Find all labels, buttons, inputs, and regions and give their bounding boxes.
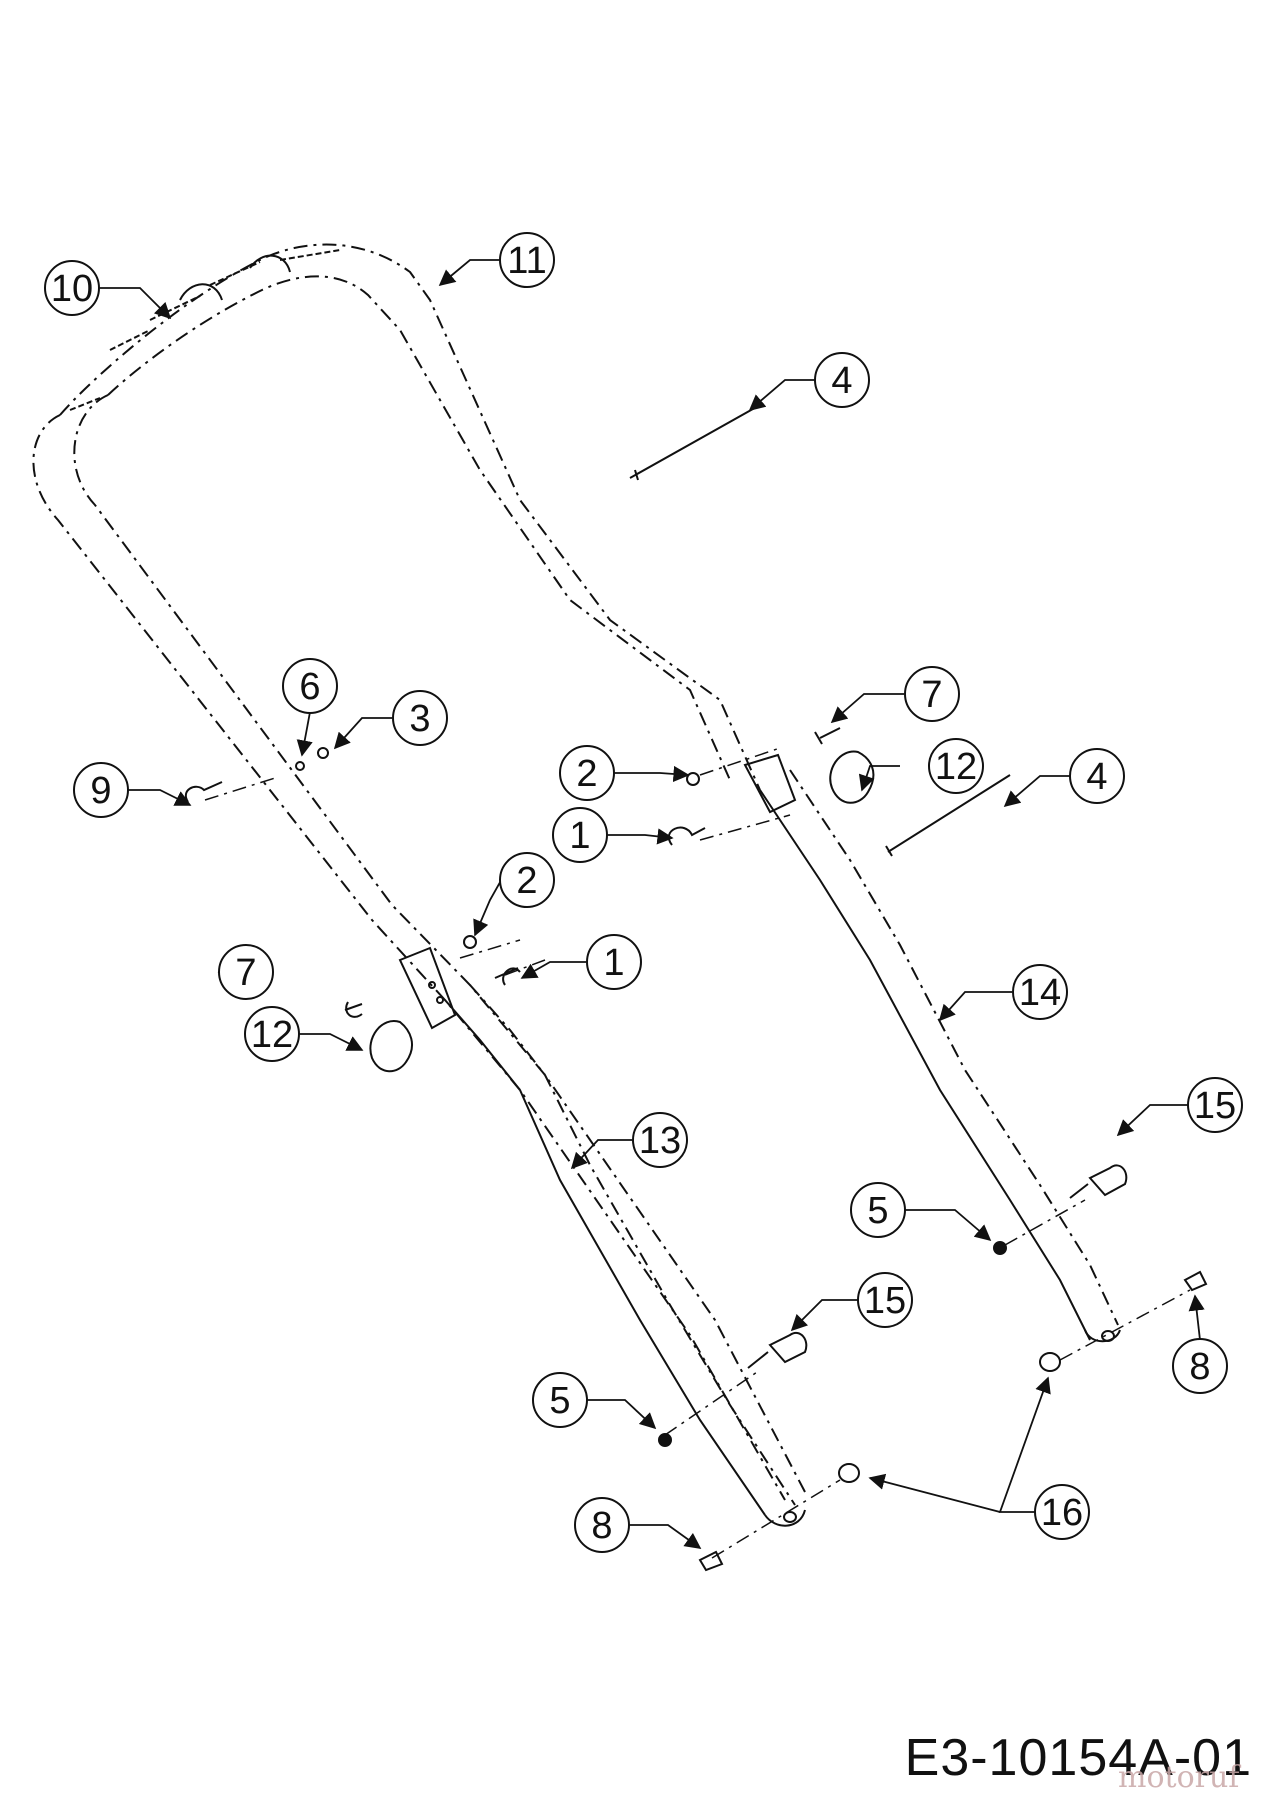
washer-6 <box>295 761 305 771</box>
svg-text:12: 12 <box>251 1014 293 1056</box>
svg-text:1: 1 <box>603 942 624 984</box>
svg-text:5: 5 <box>549 1380 570 1422</box>
knob-12-lower <box>369 1020 414 1073</box>
cable-tie-upper <box>629 404 761 481</box>
adjust-knob-15-right <box>1069 1164 1128 1199</box>
screw-8-right <box>1183 1270 1208 1292</box>
callout-7-lower: 7 <box>218 944 274 1000</box>
svg-text:3: 3 <box>409 698 430 740</box>
callout-5-right: 5 <box>850 1182 906 1238</box>
callout-4-upper: 4 <box>814 352 870 408</box>
callout-13: 13 <box>632 1112 688 1168</box>
washer-16-lower <box>838 1463 860 1483</box>
callout-8-right: 8 <box>1172 1338 1228 1394</box>
callouts: 10 11 4 6 3 7 12 9 2 1 2 1 4 7 12 14 13 … <box>44 232 1243 1553</box>
callout-1-upper: 1 <box>552 807 608 863</box>
svg-text:2: 2 <box>576 753 597 795</box>
svg-text:8: 8 <box>1189 1346 1210 1388</box>
callout-15-right: 15 <box>1187 1077 1243 1133</box>
nut-2-upper <box>686 772 700 786</box>
callout-4-lower: 4 <box>1069 748 1125 804</box>
callout-8-left: 8 <box>574 1497 630 1553</box>
svg-text:14: 14 <box>1019 972 1061 1014</box>
drawing-code: E3-10154A-01 <box>904 1729 1252 1787</box>
svg-text:12: 12 <box>935 746 977 788</box>
screw-8-left <box>698 1550 724 1572</box>
callout-2-upper: 2 <box>559 745 615 801</box>
cable-tie-lower <box>885 774 1011 857</box>
svg-text:4: 4 <box>831 360 852 402</box>
svg-text:16: 16 <box>1041 1492 1083 1534</box>
callout-11: 11 <box>499 232 555 288</box>
svg-text:15: 15 <box>1194 1085 1236 1127</box>
bolt-7-upper <box>814 727 841 745</box>
callout-10: 10 <box>44 260 100 316</box>
callout-5-left: 5 <box>532 1372 588 1428</box>
upper-handle-frame <box>32 243 806 1501</box>
assembly-lines <box>204 747 1191 1559</box>
watermark-logo: motoruf <box>1118 1760 1240 1795</box>
leader-lines <box>98 259 1205 1549</box>
svg-text:5: 5 <box>867 1190 888 1232</box>
bolt-1-upper <box>668 826 706 846</box>
svg-text:15: 15 <box>864 1280 906 1322</box>
svg-text:9: 9 <box>90 770 111 812</box>
callout-15-left: 15 <box>857 1272 913 1328</box>
svg-text:1: 1 <box>569 815 590 857</box>
bolt-7-lower <box>344 1001 363 1018</box>
lower-handle-left <box>398 946 806 1527</box>
hardware-parts <box>185 404 1208 1572</box>
svg-text:4: 4 <box>1086 756 1107 798</box>
svg-text:11: 11 <box>507 240 546 282</box>
fixing-pin-9 <box>185 781 223 803</box>
lower-handle-right <box>743 753 1121 1343</box>
nut-5-left <box>658 1433 672 1447</box>
nut-3 <box>317 747 329 759</box>
callout-3: 3 <box>392 690 448 746</box>
callout-12-lower: 12 <box>244 1006 300 1062</box>
callout-12-upper: 12 <box>928 738 984 794</box>
svg-text:8: 8 <box>591 1505 612 1547</box>
svg-text:10: 10 <box>51 268 93 310</box>
callout-9: 9 <box>73 762 129 818</box>
callout-2-lower: 2 <box>499 852 555 908</box>
svg-text:13: 13 <box>639 1120 681 1162</box>
adjust-knob-15-left <box>747 1332 808 1369</box>
nut-5-right <box>993 1241 1007 1255</box>
knob-12-upper <box>829 750 875 804</box>
washer-16-upper <box>1039 1352 1061 1372</box>
callout-6: 6 <box>282 658 338 714</box>
callout-7-upper: 7 <box>904 666 960 722</box>
nut-2-lower <box>463 935 477 949</box>
svg-text:2: 2 <box>516 860 537 902</box>
callout-14: 14 <box>1012 964 1068 1020</box>
svg-text:6: 6 <box>299 666 320 708</box>
callout-1-lower: 1 <box>586 934 642 990</box>
callout-16: 16 <box>1034 1484 1090 1540</box>
svg-text:7: 7 <box>235 952 256 994</box>
svg-text:7: 7 <box>921 674 942 716</box>
